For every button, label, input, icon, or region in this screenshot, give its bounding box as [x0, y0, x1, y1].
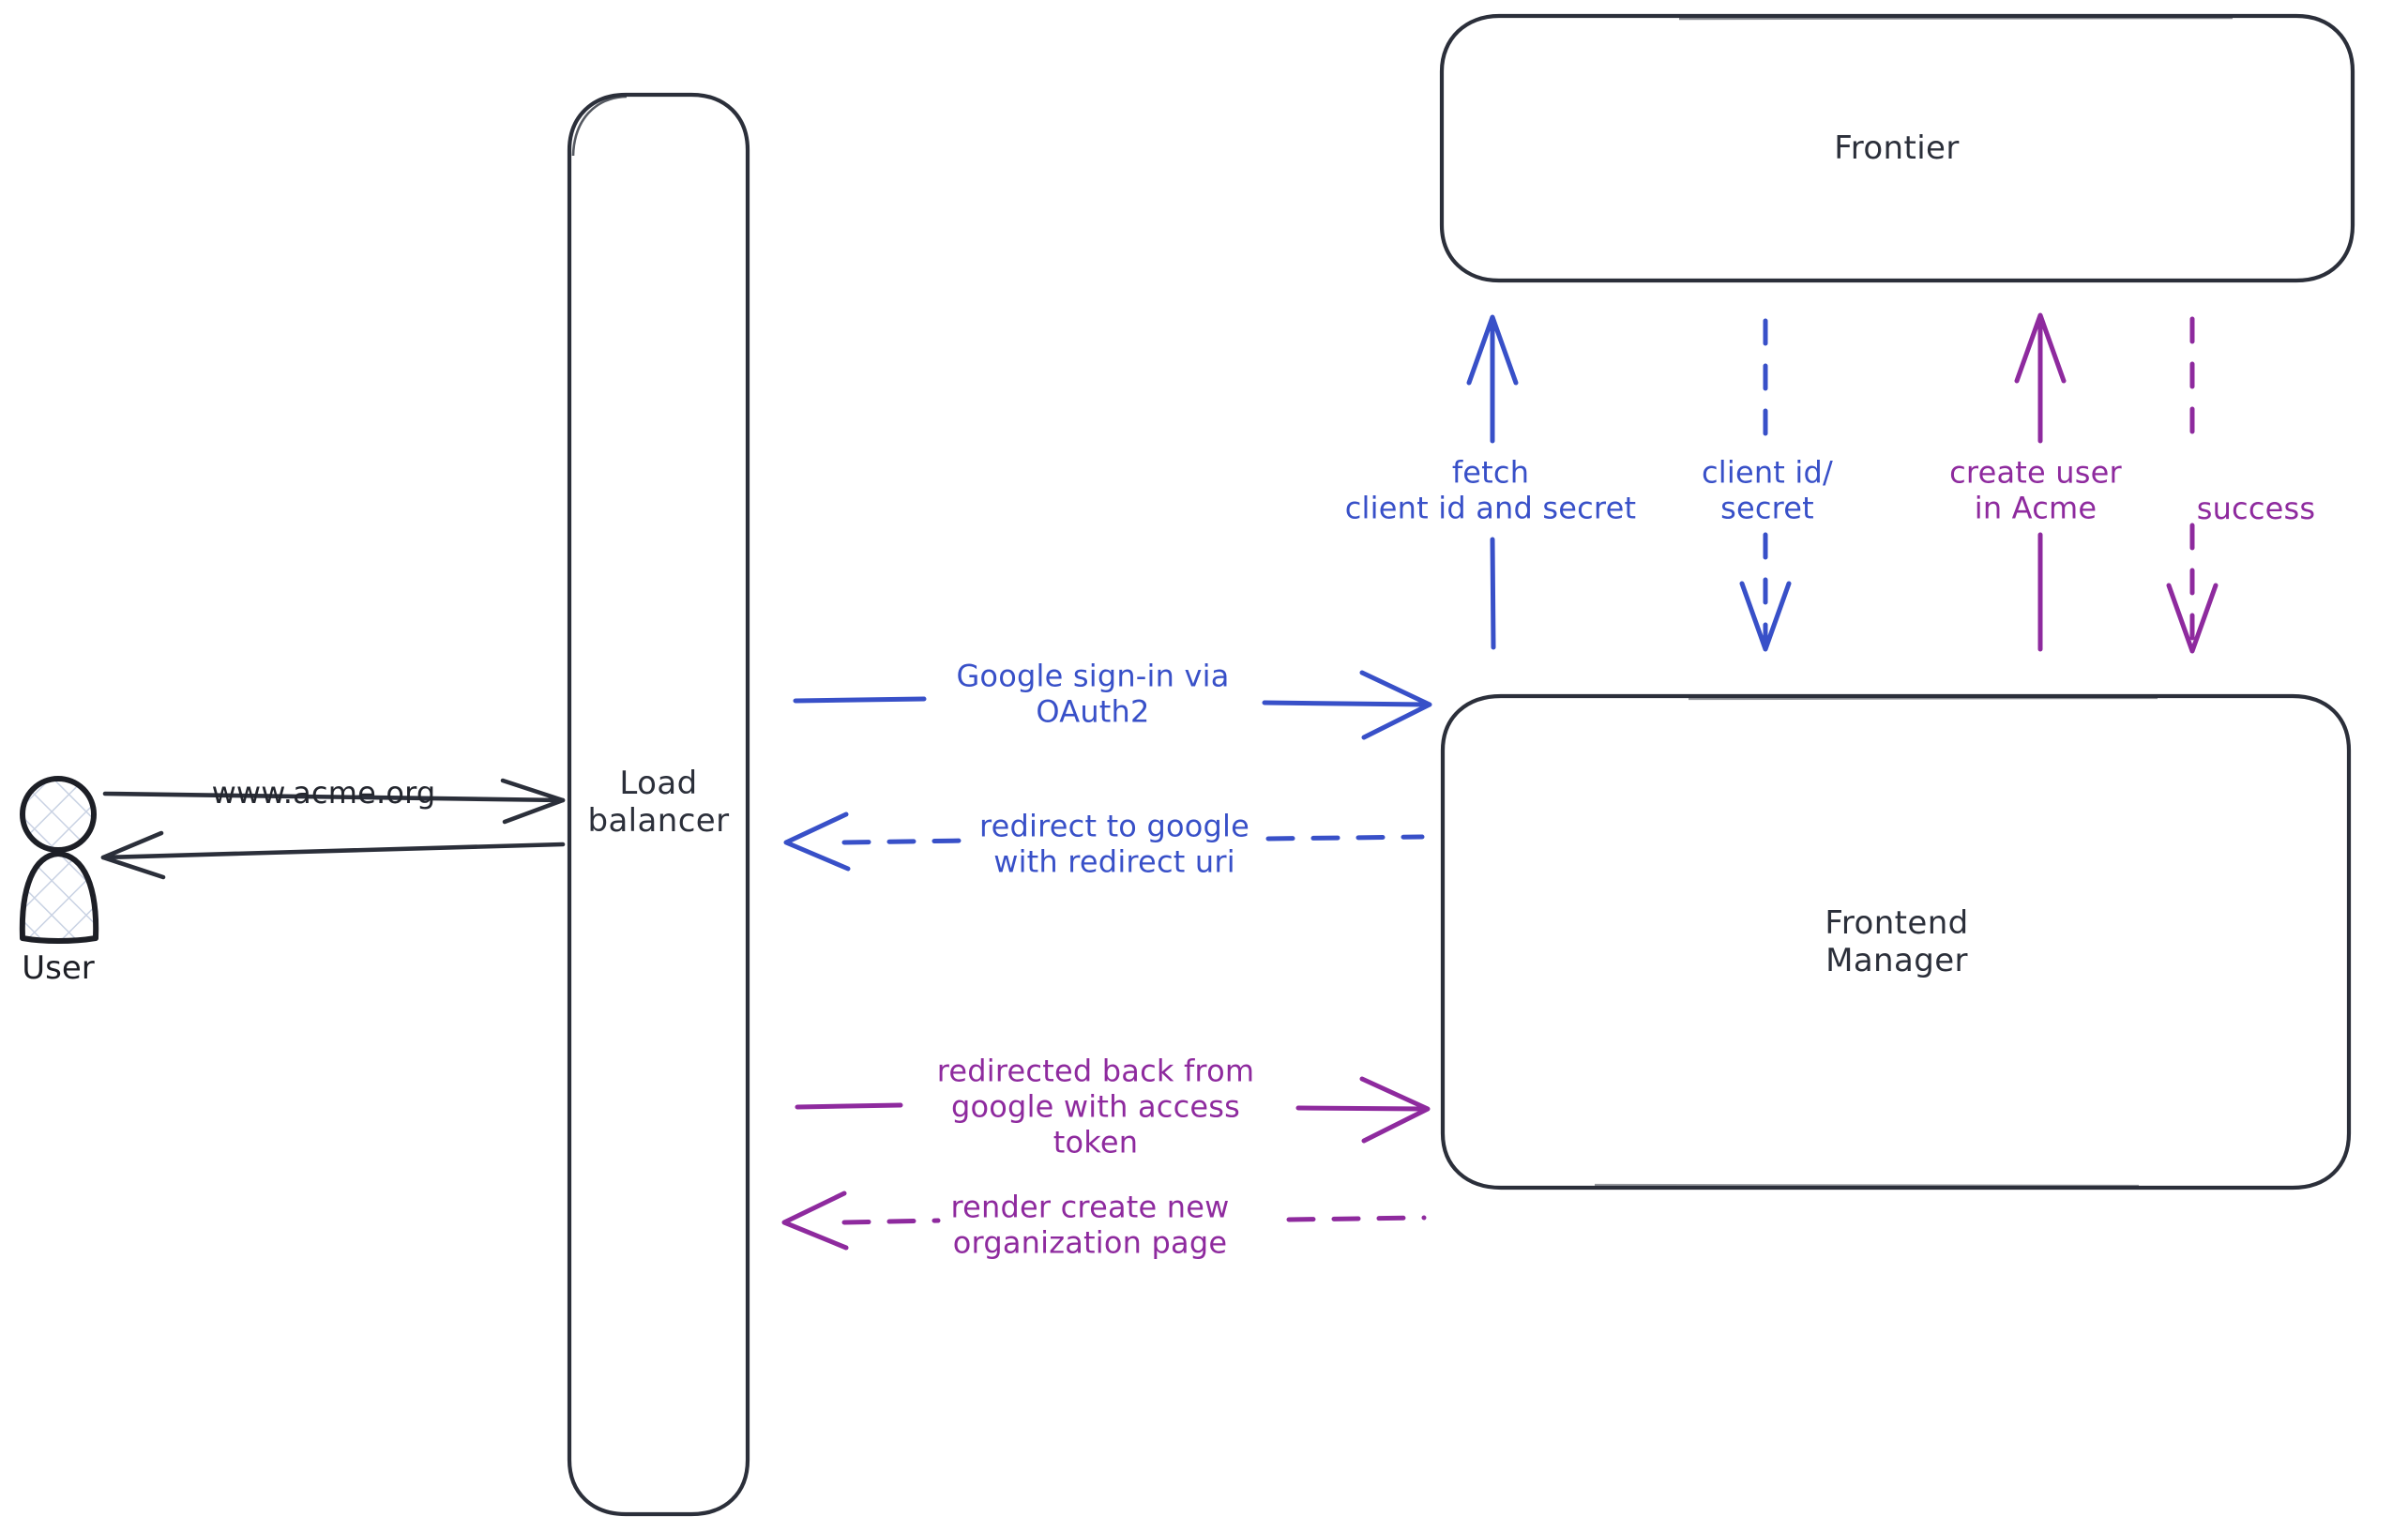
frontier-node[interactable]: [1439, 13, 2355, 283]
edge-user-to-lb: [102, 778, 566, 825]
load-balancer-node[interactable]: [567, 92, 750, 1517]
edge-lb-to-user: [100, 830, 566, 880]
edge-frontier-to-fm-success: [2166, 316, 2219, 654]
user-actor-icon: [19, 776, 99, 944]
edge-fm-to-lb-render: [781, 1191, 1427, 1251]
edge-lb-to-fm-signin: [793, 670, 1432, 740]
edge-fm-to-frontier-create: [2014, 312, 2067, 652]
frontend-manager-node[interactable]: [1440, 693, 2352, 1191]
edge-frontier-to-fm-creds: [1739, 318, 1792, 652]
edge-lb-to-fm-token: [795, 1076, 1431, 1144]
edge-fm-to-frontier-fetch: [1466, 314, 1519, 650]
edge-fm-to-lb-redirect: [783, 812, 1425, 872]
